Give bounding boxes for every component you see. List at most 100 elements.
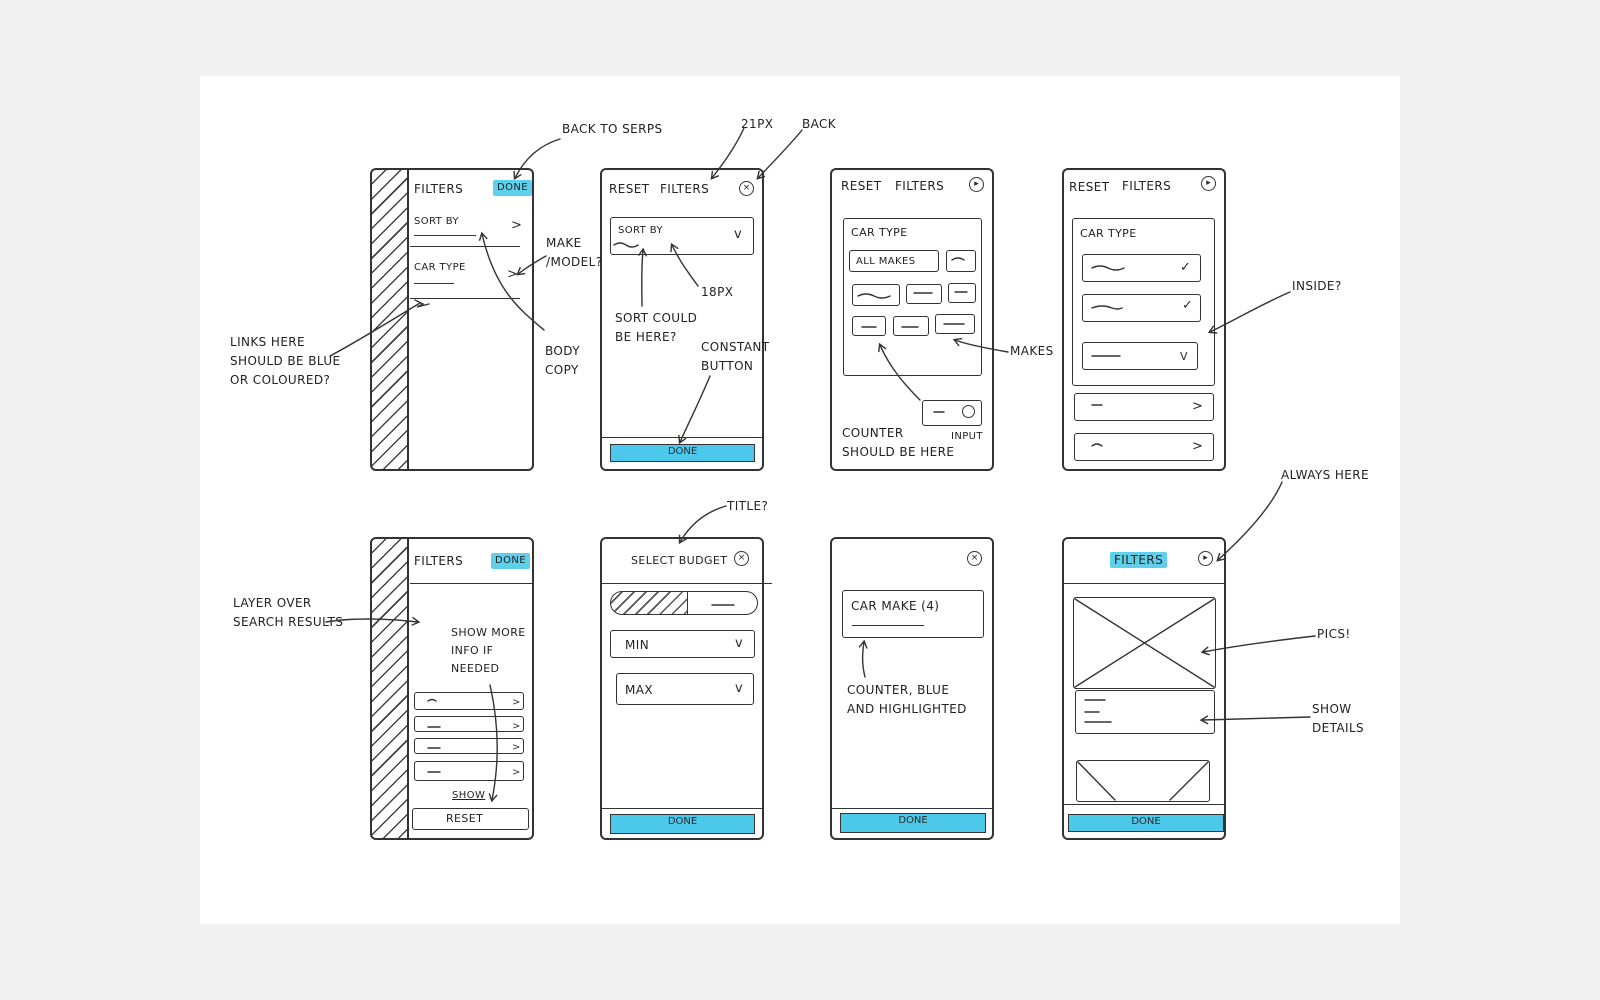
divider (410, 246, 520, 247)
screen6-done-button[interactable]: DONE (610, 814, 755, 834)
list-row[interactable] (414, 716, 524, 732)
wireframe-screen-8 (1062, 537, 1226, 840)
placeholder-text-line (852, 625, 924, 626)
arrow-back (756, 129, 803, 180)
screen2-sort-by-label: SORT BY (618, 225, 663, 236)
screen3-car-type-panel (843, 218, 982, 376)
screen5-reset-button[interactable] (412, 808, 529, 830)
screen3-all-makes-chip[interactable] (849, 250, 939, 272)
arrow-links-here (329, 302, 421, 357)
screen6-min-select[interactable] (610, 630, 755, 658)
screen6-close-icon[interactable]: × (734, 551, 749, 566)
arrow-show-more (488, 684, 498, 803)
make-chip[interactable] (948, 283, 976, 303)
arrow-title (678, 505, 727, 545)
screen4-reset-button[interactable]: RESET (1069, 180, 1110, 194)
screen1-car-type-chevron-icon[interactable]: > (507, 267, 518, 282)
screen4-option-1[interactable] (1082, 254, 1201, 282)
screen2-reset-button[interactable]: RESET (609, 182, 650, 196)
arrow-constant-button (678, 375, 711, 445)
annotation-18px: 18PX (701, 285, 734, 299)
screen2-done-button[interactable]: DONE (610, 444, 755, 462)
screen4-close-icon[interactable]: ▸ (1201, 176, 1216, 191)
chevron-right-icon[interactable]: > (1192, 439, 1203, 454)
placeholder-text-line (414, 235, 476, 236)
wireframe-screen-5 (370, 537, 534, 840)
chevron-right-icon[interactable]: > (1192, 399, 1203, 414)
divider (830, 808, 994, 809)
list-row[interactable] (414, 738, 524, 754)
make-chip[interactable] (893, 316, 929, 336)
annotation-constant-button: CONSTANT BUTTON (701, 340, 770, 373)
divider (410, 298, 520, 299)
arrow-make-model (516, 255, 547, 276)
placeholder-squiggle (1091, 404, 1103, 447)
check-icon: ✓ (1180, 260, 1191, 275)
arrow-sort-could (637, 247, 648, 307)
image-cross-icon (1074, 598, 1215, 688)
divider (410, 583, 534, 584)
placeholder-text-line (414, 283, 454, 284)
screen1-done-button[interactable]: DONE (493, 180, 532, 196)
screen4-option-2[interactable] (1082, 294, 1201, 322)
screen4-row-1[interactable] (1074, 393, 1214, 421)
make-chip[interactable] (852, 316, 886, 336)
make-chip[interactable] (946, 250, 976, 272)
screen7-done-button[interactable]: DONE (840, 813, 986, 833)
screen4-car-type-panel (1072, 218, 1215, 386)
make-chip[interactable] (906, 284, 942, 304)
screen3-title: FILTERS (895, 179, 945, 193)
screen3-reset-button[interactable]: RESET (841, 179, 882, 193)
placeholder-squiggle (1091, 265, 1125, 357)
screen6-done-label: DONE (667, 816, 698, 827)
annotation-show-more: SHOW MORE INFO IF NEEDED (451, 626, 526, 675)
screen2-sort-chevron-icon[interactable]: v (734, 227, 742, 242)
placeholder-squiggle (857, 293, 891, 299)
screen6-budget-slider[interactable] (610, 591, 758, 615)
list-chevron-icon: > (512, 742, 520, 753)
annotation-input: INPUT (951, 431, 983, 442)
screen6-max-select[interactable] (616, 673, 754, 705)
screen6-title: SELECT BUDGET (631, 554, 728, 567)
screen1-title: FILTERS (414, 182, 464, 196)
arrow-always-here (1216, 481, 1283, 562)
screen1-sort-chevron-icon[interactable]: > (511, 218, 522, 233)
annotation-pics: PICS! (1317, 627, 1351, 641)
screen8-done-button[interactable]: DONE (1068, 814, 1224, 832)
annotation-title: TITLE? (727, 499, 769, 513)
chevron-down-icon[interactable]: V (1180, 350, 1188, 363)
arrow-18px (670, 242, 699, 287)
screen5-done-button[interactable]: DONE (491, 553, 530, 569)
screen7-car-make-label: CAR MAKE (4) (851, 599, 940, 613)
annotation-inside: INSIDE? (1292, 279, 1342, 293)
screen2-sort-by-select[interactable] (610, 217, 754, 255)
screen8-close-icon[interactable]: ▸ (1198, 551, 1213, 566)
screen7-car-make-field[interactable] (842, 590, 984, 638)
wireframe-screen-1 (370, 168, 534, 471)
list-row[interactable] (414, 761, 524, 781)
screen2-close-icon[interactable]: × (739, 181, 754, 196)
screen4-row-2[interactable] (1074, 433, 1214, 461)
screen4-option-3[interactable] (1082, 342, 1198, 370)
divider (602, 583, 772, 584)
screen7-close-icon[interactable]: × (967, 551, 982, 566)
make-chip[interactable] (852, 284, 900, 306)
placeholder-squiggle (427, 698, 441, 773)
screen5-show-link[interactable]: SHOW (452, 790, 486, 801)
annotation-back-to-serps: BACK TO SERPS (562, 122, 663, 136)
annotation-show-details: SHOW DETAILS (1312, 702, 1365, 735)
screen3-close-icon[interactable]: ▸ (969, 177, 984, 192)
screen3-counter-input[interactable] (922, 400, 982, 426)
arrow-counter-blue (858, 639, 868, 678)
chevron-down-icon: v (735, 636, 743, 651)
make-chip[interactable] (935, 314, 975, 334)
arrow-counter (878, 342, 921, 401)
annotation-make-model: MAKE /MODEL? (546, 236, 603, 269)
list-row[interactable] (414, 692, 524, 710)
screen7-done-label: DONE (898, 815, 928, 826)
screen8-image-placeholder-2 (1076, 760, 1210, 802)
placeholder-squiggle (861, 257, 968, 328)
annotation-21px: 21PX (741, 117, 774, 131)
slider-fill (611, 592, 688, 614)
screen4-car-type-label: CAR TYPE (1080, 227, 1137, 240)
